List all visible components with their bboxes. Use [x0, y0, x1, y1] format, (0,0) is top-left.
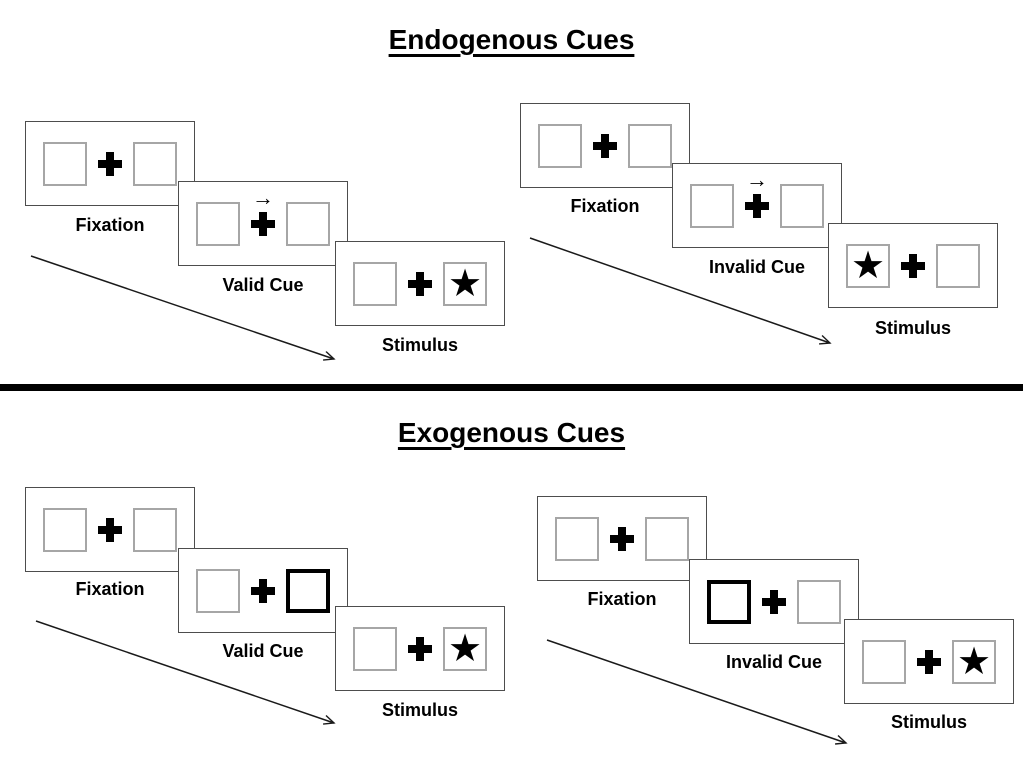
right-box — [628, 123, 672, 168]
panel-label: Fixation — [75, 579, 145, 599]
panel-label: Stimulus — [874, 318, 951, 338]
right-box: ★ — [443, 626, 487, 671]
fixation-cross-icon — [408, 271, 432, 296]
fixation-cross-icon: → — [745, 168, 769, 218]
left-box — [196, 568, 240, 613]
panel-label: Stimulus — [381, 700, 458, 720]
left-box — [43, 141, 87, 186]
stimulus-panel: ★ — [828, 223, 998, 308]
panel-label: Valid Cue — [222, 641, 304, 661]
fixation-panel — [25, 121, 195, 206]
right-box: ★ — [952, 639, 996, 684]
panel-label: Stimulus — [890, 712, 967, 732]
panel-label: Valid Cue — [222, 275, 304, 295]
invalid-cue-panel — [689, 559, 859, 644]
left-box — [690, 183, 734, 228]
fixation-panel — [25, 487, 195, 572]
fixation-cross-icon — [762, 589, 786, 614]
left-box — [538, 123, 582, 168]
fixation-cross-icon — [917, 649, 941, 674]
cue-arrow-icon: → — [252, 184, 274, 210]
left-box — [43, 507, 87, 552]
right-box — [133, 141, 177, 186]
stimulus-panel: ★ — [335, 606, 505, 691]
section-title-exogenous: Exogenous Cues — [397, 417, 626, 448]
right-box — [645, 516, 689, 561]
stimulus-panel: ★ — [335, 241, 505, 326]
fixation-cross-icon — [593, 133, 617, 158]
left-box — [555, 516, 599, 561]
panel-label: Fixation — [75, 215, 145, 235]
fixation-cross-icon: → — [251, 186, 275, 236]
panel-label: Invalid Cue — [725, 652, 823, 672]
panel-label: Fixation — [570, 196, 640, 216]
stimulus-panel: ★ — [844, 619, 1014, 704]
star-icon: ★ — [447, 627, 483, 670]
left-box — [353, 261, 397, 306]
section-divider — [0, 384, 1023, 391]
valid-cue-panel — [178, 548, 348, 633]
right-box — [286, 201, 330, 246]
section-title-endogenous: Endogenous Cues — [388, 24, 635, 55]
left-box — [862, 639, 906, 684]
fixation-cross-icon — [98, 517, 122, 542]
left-box-cue-highlight — [707, 579, 751, 624]
left-box — [353, 626, 397, 671]
right-box — [780, 183, 824, 228]
valid-cue-panel: → — [178, 181, 348, 266]
fixation-cross-icon — [251, 578, 275, 603]
right-box — [936, 243, 980, 288]
timeline-arrow — [529, 237, 830, 343]
cue-arrow-icon: → — [746, 166, 768, 192]
fixation-cross-icon — [98, 151, 122, 176]
invalid-cue-panel: → — [672, 163, 842, 248]
left-box — [196, 201, 240, 246]
right-box-cue-highlight — [286, 568, 330, 613]
panel-label: Invalid Cue — [708, 257, 806, 277]
timeline-arrow — [35, 620, 334, 723]
star-icon: ★ — [850, 244, 886, 287]
fixation-panel — [520, 103, 690, 188]
right-box — [133, 507, 177, 552]
fixation-cross-icon — [901, 253, 925, 278]
timeline-arrow — [30, 255, 334, 359]
star-icon: ★ — [956, 640, 992, 683]
panel-label: Fixation — [587, 589, 657, 609]
panel-label: Stimulus — [381, 335, 458, 355]
fixation-cross-icon — [610, 526, 634, 551]
fixation-cross-icon — [408, 636, 432, 661]
star-icon: ★ — [447, 262, 483, 305]
fixation-panel — [537, 496, 707, 581]
right-box — [797, 579, 841, 624]
left-box: ★ — [846, 243, 890, 288]
right-box: ★ — [443, 261, 487, 306]
